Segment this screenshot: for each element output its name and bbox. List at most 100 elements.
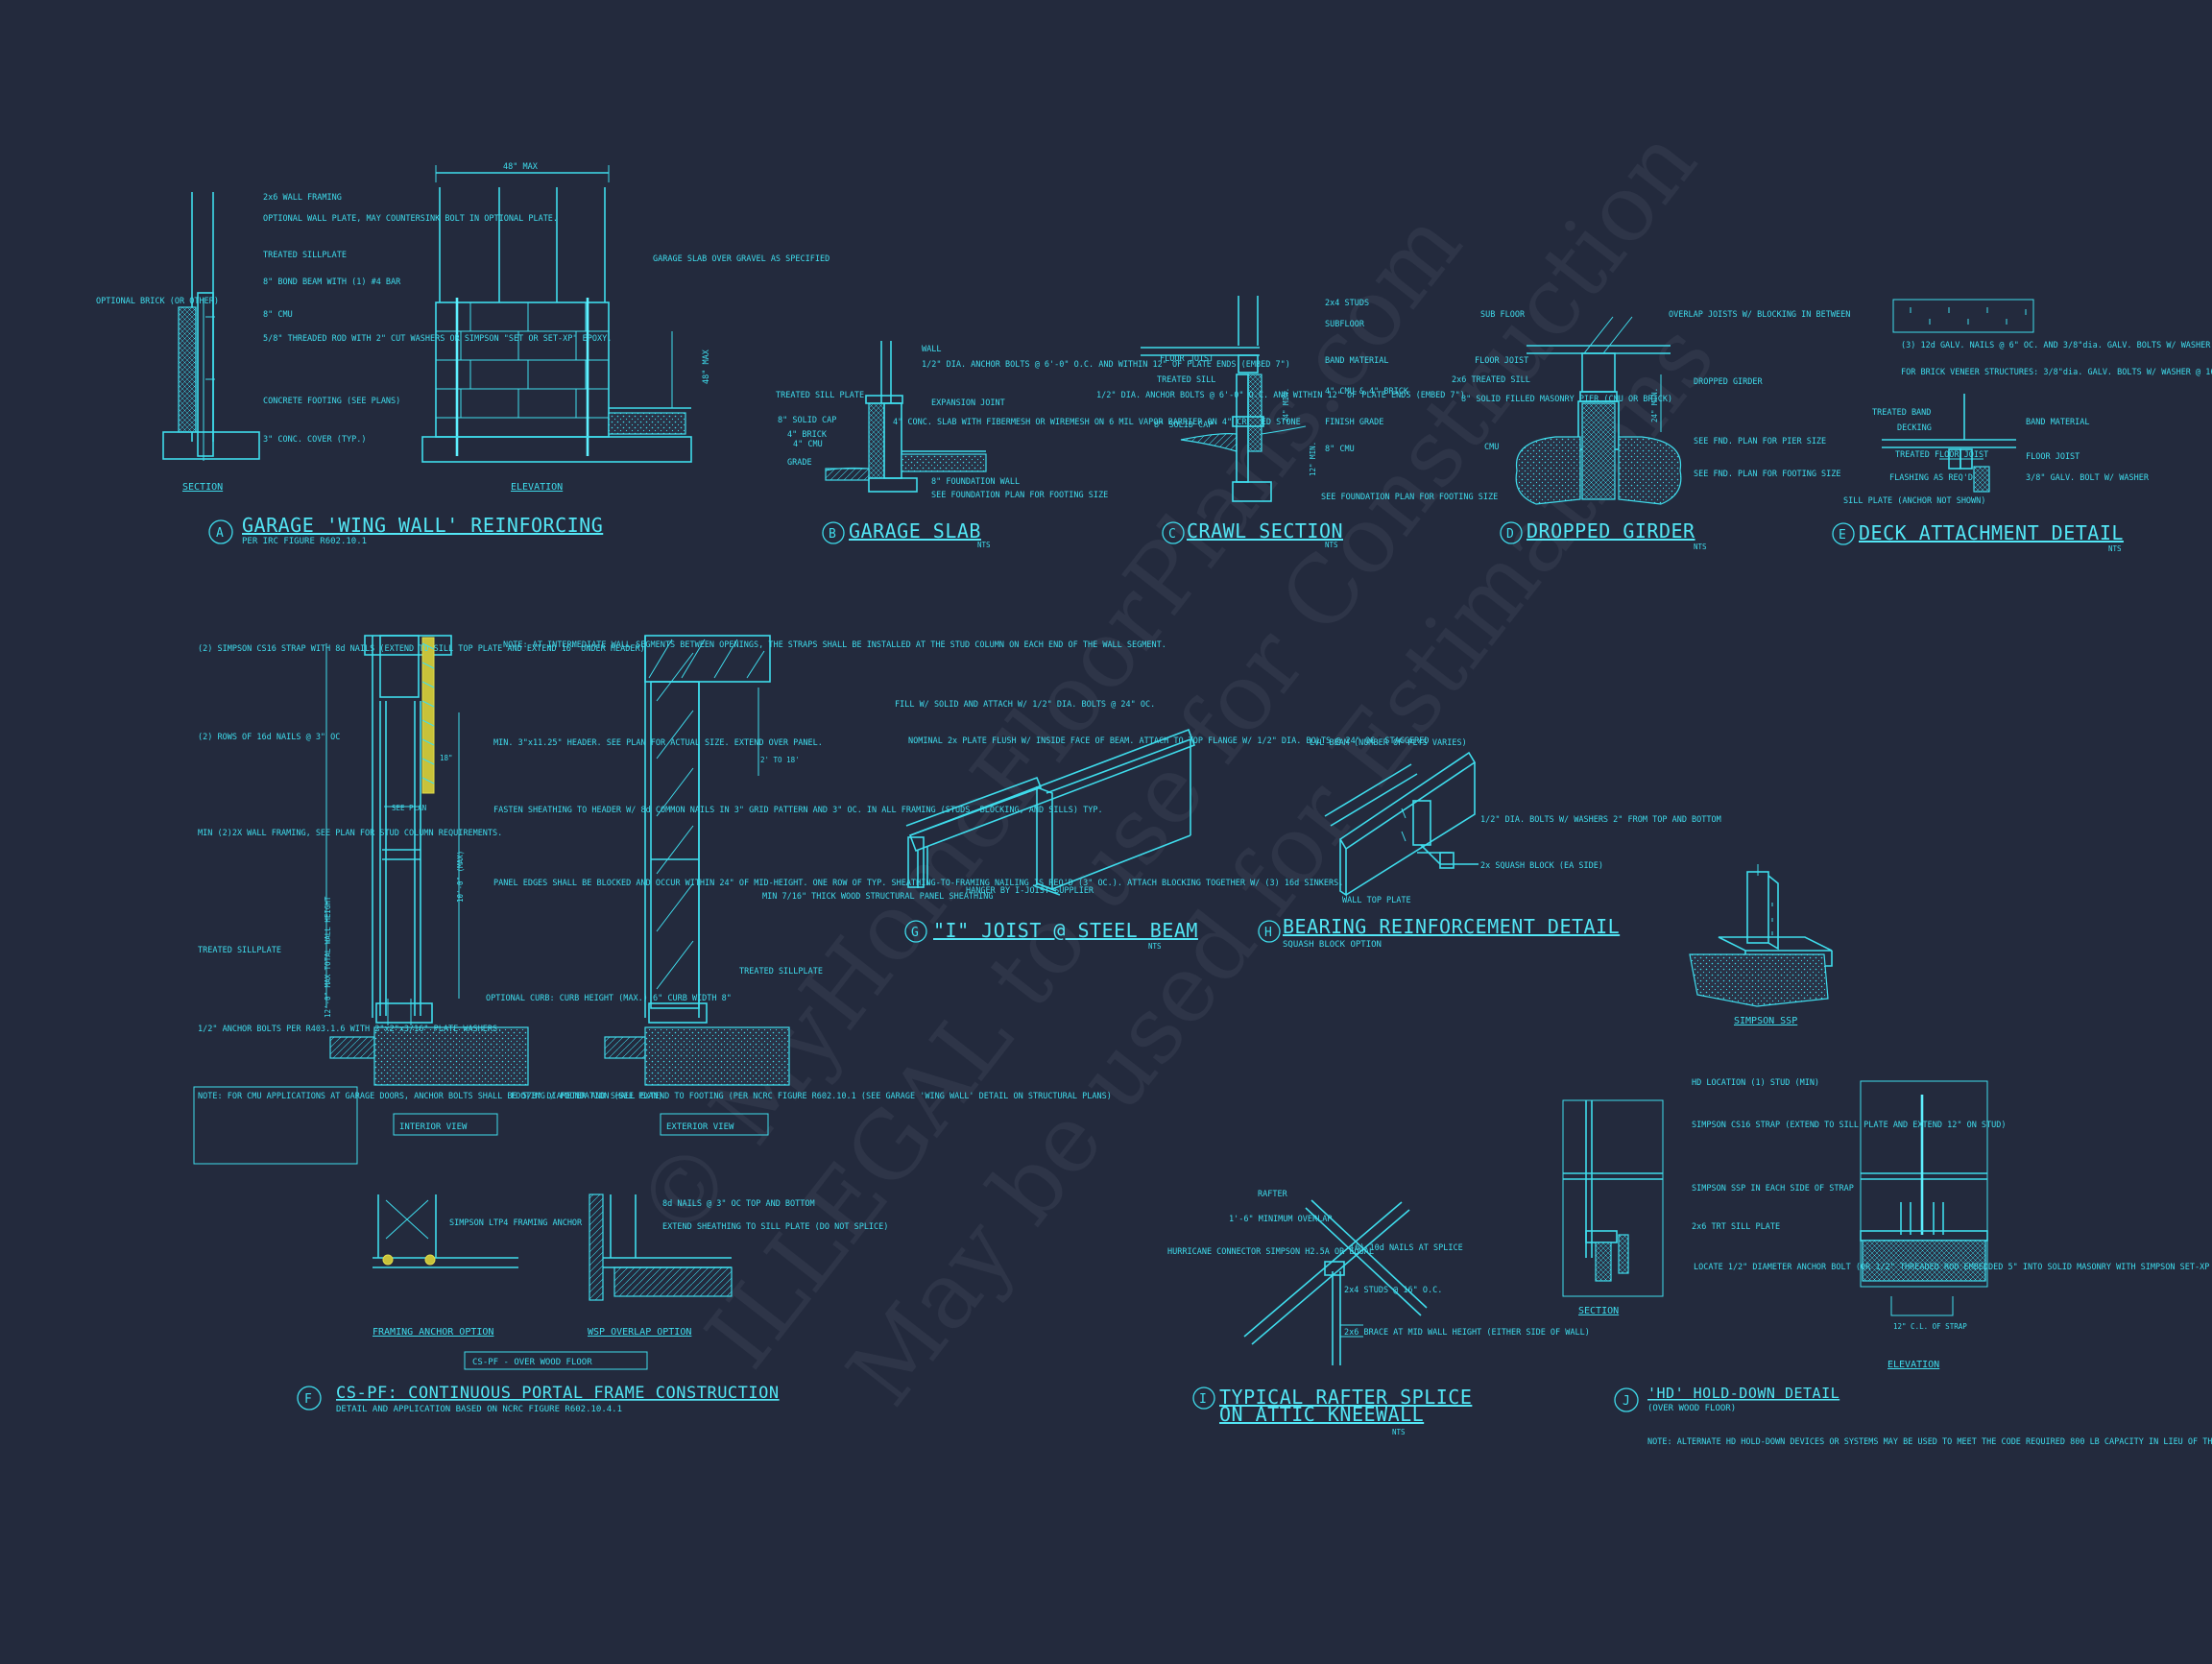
detail-a-note-5: 8" CMU — [263, 310, 293, 320]
detail-i-note-2: 1'-6" MINIMUM OVERLAP — [1229, 1215, 1332, 1224]
detail-g-letter: G — [911, 926, 919, 940]
detail-b-callout — [822, 521, 845, 544]
detail-f-note-center-5: OPTIONAL CURB: CURB HEIGHT (MAX.) 6" CUR… — [486, 994, 732, 1003]
detail-g-note-1: FILL W/ SOLID AND ATTACH W/ 1/2" DIA. BO… — [895, 700, 1155, 710]
detail-f-option-wsp-overlap: WSP OVERLAP OPTION — [588, 1327, 691, 1338]
detail-f-title: CS-PF: CONTINUOUS PORTAL FRAME CONSTRUCT… — [336, 1384, 780, 1403]
detail-c-callout — [1162, 521, 1185, 544]
detail-e-note-10: SILL PLATE (ANCHOR NOT SHOWN) — [1843, 496, 1985, 506]
detail-a-note-8: 3" CONC. COVER (TYP.) — [263, 435, 366, 445]
detail-a-dim-height: 48" MAX — [702, 349, 711, 384]
detail-i-callout — [1192, 1387, 1215, 1410]
detail-d-note-6: 8" SOLID FILLED MASONRY PIER (CMU OR BRI… — [1461, 395, 1672, 404]
simpson-ssp-drawing — [1689, 864, 1833, 1007]
detail-d-callout — [1500, 521, 1523, 544]
detail-b-note-9: GRADE — [787, 458, 812, 468]
detail-e-note-2: FOR BRICK VENEER STRUCTURES: 3/8"dia. GA… — [1901, 368, 2212, 377]
detail-j-hold-down — [1562, 1080, 1988, 1316]
detail-b-note-8: 4" CONC. SLAB WITH FIBERMESH OR WIREMESH… — [893, 418, 1301, 427]
detail-f-callout — [297, 1386, 322, 1411]
detail-h-note-1: LVL BEAM (NUMBER OF PLYS VARIES) — [1310, 738, 1467, 748]
detail-d-note-7: SEE FND. PLAN FOR PIER SIZE — [1694, 437, 1826, 446]
detail-f-note-right-2: TREATED SILLPLATE — [739, 967, 823, 977]
detail-c-note-7: 4" CMU & 4" BRICK — [1325, 387, 1409, 397]
detail-b-note-1: WALL — [922, 345, 941, 354]
detail-d-note-8: CMU — [1484, 443, 1499, 452]
detail-f-view-interior: INTERIOR VIEW — [399, 1122, 468, 1132]
watermark-line-2: ILLEGAL to use for Construction — [685, 109, 1718, 1387]
detail-b-garage-slab — [825, 341, 987, 493]
simpson-ssp-label: SIMPSON SSP — [1734, 1016, 1797, 1026]
detail-a-dim-width: 48" MAX — [503, 162, 539, 172]
detail-f-note-left-1: (2) SIMPSON CS16 STRAP WITH 8d NAILS (EX… — [198, 644, 645, 654]
detail-j-dim: 12" C.L. OF STRAP — [1893, 1322, 1967, 1331]
detail-g-ijoist-steel-beam — [905, 728, 1196, 896]
detail-f-note-center-2: MIN. 3"x11.25" HEADER. SEE PLAN FOR ACTU… — [493, 738, 823, 748]
detail-f-note-left-3: MIN (2)2X WALL FRAMING, SEE PLAN FOR STU… — [198, 829, 502, 838]
detail-f-note-box: NOTE: FOR CMU APPLICATIONS AT GARAGE DOO… — [198, 1092, 1112, 1101]
detail-g-scale: NTS — [1148, 942, 1162, 951]
detail-j-note-2: SIMPSON CS16 STRAP (EXTEND TO SILL PLATE… — [1692, 1121, 2007, 1130]
detail-f-option-framing-anchor: FRAMING ANCHOR OPTION — [373, 1327, 493, 1338]
detail-c-note-3: FLOOR JOIST — [1160, 354, 1214, 364]
detail-a-note-9: OPTIONAL BRICK (OR OTHER) — [96, 297, 219, 306]
detail-c-note-12: 24" MIN. — [1282, 388, 1290, 422]
detail-e-note-6: TREATED FLOOR JOIST — [1895, 450, 1988, 460]
detail-e-note-7: FLOOR JOIST — [2026, 452, 2080, 462]
detail-e-note-1: (3) 12d GALV. NAILS @ 6" OC. AND 3/8"dia… — [1901, 341, 2212, 350]
detail-f-box-label: CS-PF - OVER WOOD FLOOR — [472, 1358, 592, 1367]
detail-e-title: DECK ATTACHMENT DETAIL — [1859, 521, 2124, 544]
detail-h-title: BEARING REINFORCEMENT DETAIL — [1283, 915, 1620, 938]
detail-c-note-5: TREATED SILL — [1157, 375, 1215, 385]
detail-b-note-6: 4" CMU — [793, 440, 823, 449]
detail-d-note-3: FLOOR JOIST — [1475, 356, 1528, 366]
detail-b-note-5: 4" BRICK — [787, 430, 828, 440]
detail-f-note-center-3: FASTEN SHEATHING TO HEADER W/ 8d COMMON … — [493, 806, 1103, 815]
detail-j-footnote: NOTE: ALTERNATE HD HOLD-DOWN DEVICES OR … — [1647, 1437, 2212, 1447]
detail-c-note-4: BAND MATERIAL — [1325, 356, 1389, 366]
detail-d-title: DROPPED GIRDER — [1527, 519, 1695, 543]
detail-f-letter: F — [304, 1392, 312, 1407]
detail-a-wing-wall — [162, 165, 692, 463]
detail-f-note-left-5: 1/2" ANCHOR BOLTS PER R403.1.6 WITH 2"x2… — [198, 1025, 502, 1034]
detail-b-title: GARAGE SLAB — [849, 519, 981, 543]
detail-f-note-right-1: MIN 7/16" THICK WOOD STRUCTURAL PANEL SH… — [762, 892, 994, 902]
detail-g-note-2: NOMINAL 2x PLATE FLUSH W/ INSIDE FACE OF… — [908, 736, 1429, 746]
detail-d-note-9: SEE FND. PLAN FOR FOOTING SIZE — [1694, 470, 1841, 479]
detail-h-note-2: 1/2" DIA. BOLTS W/ WASHERS 2" FROM TOP A… — [1480, 815, 1721, 825]
detail-f-dim-3: SEE PLAN — [392, 804, 426, 812]
detail-i-letter: I — [1199, 1392, 1207, 1407]
detail-f-view-exterior: EXTERIOR VIEW — [666, 1122, 734, 1132]
detail-j-view-elevation: ELEVATION — [1887, 1360, 1939, 1370]
detail-i-rafter-splice — [1243, 1199, 1428, 1365]
detail-d-letter: D — [1506, 527, 1514, 542]
detail-h-bearing-reinforcement — [1324, 751, 1479, 897]
detail-i-note-1: RAFTER — [1258, 1190, 1288, 1199]
detail-i-title-line-2: ON ATTIC KNEEWALL — [1219, 1403, 1424, 1426]
detail-f-portal-frame — [193, 635, 790, 1370]
detail-g-title: "I" JOIST @ STEEL BEAM — [933, 919, 1198, 942]
detail-a-note-7: CONCRETE FOOTING (SEE PLANS) — [263, 397, 400, 406]
detail-h-subtitle: SQUASH BLOCK OPTION — [1283, 940, 1382, 950]
detail-f-note-left-2: (2) ROWS OF 16d NAILS @ 3" OC — [198, 733, 340, 742]
detail-g-callout — [904, 920, 927, 943]
detail-j-subtitle: (OVER WOOD FLOOR) — [1647, 1404, 1736, 1413]
detail-f-note-center-6: FOOTING / FOUNDATION (SEE PLAN) — [511, 1092, 663, 1101]
detail-f-note-center-1: NOTE: AT INTERMEDIATE WALL SEGMENTS BETW… — [503, 640, 1166, 650]
detail-a-callout — [208, 519, 233, 544]
detail-f-dim-5: 18" — [440, 754, 453, 762]
detail-b-note-7: EXPANSION JOINT — [931, 398, 1005, 408]
detail-b-note-11: SEE FOUNDATION PLAN FOR FOOTING SIZE — [931, 491, 1108, 500]
detail-d-note-5: DROPPED GIRDER — [1694, 377, 1764, 387]
detail-h-note-3: 2x SQUASH BLOCK (EA SIDE) — [1480, 861, 1603, 871]
detail-h-callout — [1258, 920, 1281, 943]
detail-a-note-2: OPTIONAL WALL PLATE, MAY COUNTERSINK BOL… — [263, 214, 558, 224]
detail-c-note-10: 8" CMU — [1325, 445, 1355, 454]
detail-i-title-line-1: TYPICAL RAFTER SPLICE — [1219, 1386, 1472, 1409]
detail-c-note-2: SUBFLOOR — [1325, 320, 1365, 329]
detail-c-note-9: FINISH GRADE — [1325, 418, 1383, 427]
detail-i-note-5: 2x4 STUDS @ 16" O.C. — [1344, 1286, 1442, 1295]
detail-d-scale: NTS — [1694, 543, 1707, 551]
